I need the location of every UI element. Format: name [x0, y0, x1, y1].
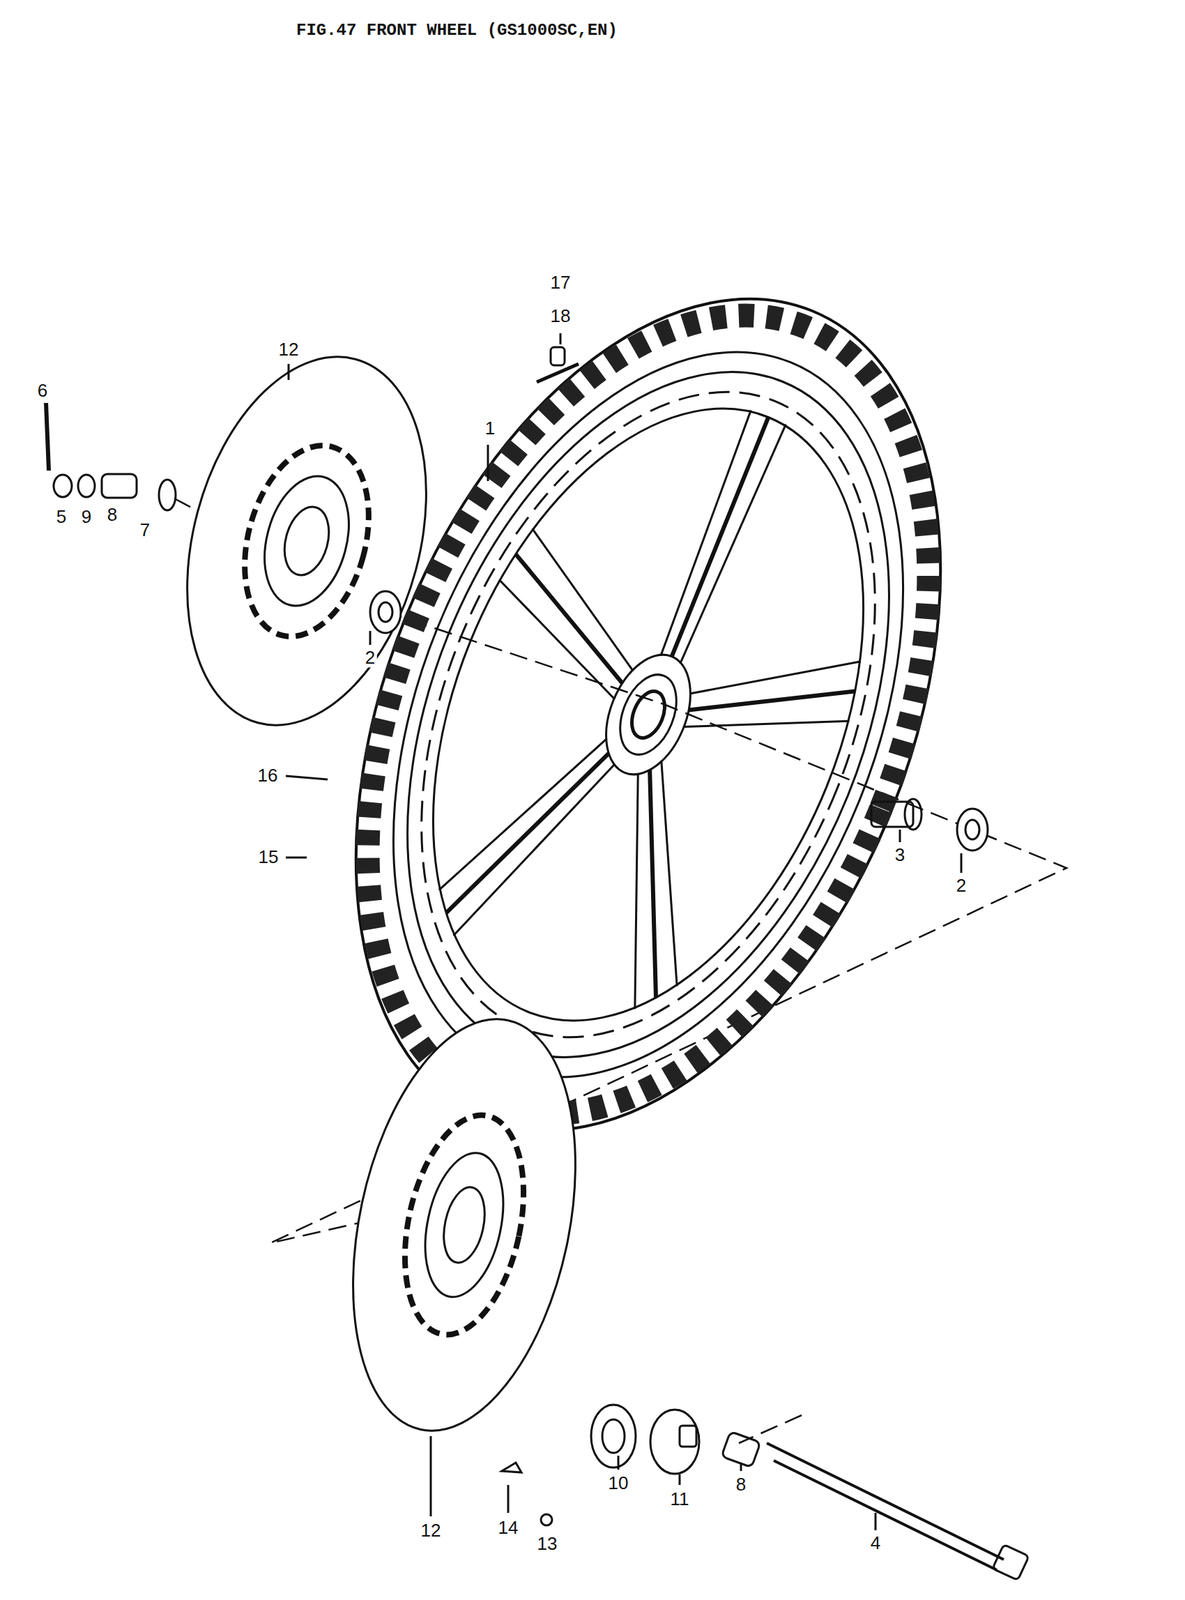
callout-number: 14	[496, 1518, 521, 1538]
callout-number: 12	[276, 340, 302, 359]
callout-number: 13	[535, 1534, 560, 1554]
callout-number: 15	[256, 847, 281, 867]
callout-number: 5	[54, 507, 69, 527]
callout-number: 8	[734, 1474, 748, 1494]
callout-number: 8	[105, 505, 120, 525]
brake-disc	[318, 998, 610, 1451]
callout-number: 2	[954, 876, 969, 896]
callout-number: 2	[363, 648, 378, 668]
callout-number: 17	[548, 273, 573, 293]
callout-number: 1	[483, 418, 498, 438]
callout-number: 6	[35, 381, 50, 401]
callout-number: 16	[255, 766, 281, 785]
callout-number: 3	[892, 845, 907, 865]
callout-number: 10	[606, 1473, 631, 1493]
spacer-seal	[871, 798, 988, 873]
figure-title: FIG.47 FRONT WHEEL (GS1000SC,EN)	[296, 20, 618, 40]
callout-number: 4	[868, 1533, 883, 1553]
callout-number: 11	[668, 1489, 692, 1509]
callout-number: 7	[138, 520, 152, 540]
disc-bolts	[46, 402, 401, 645]
callout-number: 9	[79, 507, 94, 527]
callout-number: 18	[548, 306, 573, 326]
brake-disc	[149, 329, 465, 752]
valve	[536, 333, 579, 382]
hub-parts	[501, 1404, 1029, 1581]
callout-number: 12	[418, 1520, 444, 1540]
